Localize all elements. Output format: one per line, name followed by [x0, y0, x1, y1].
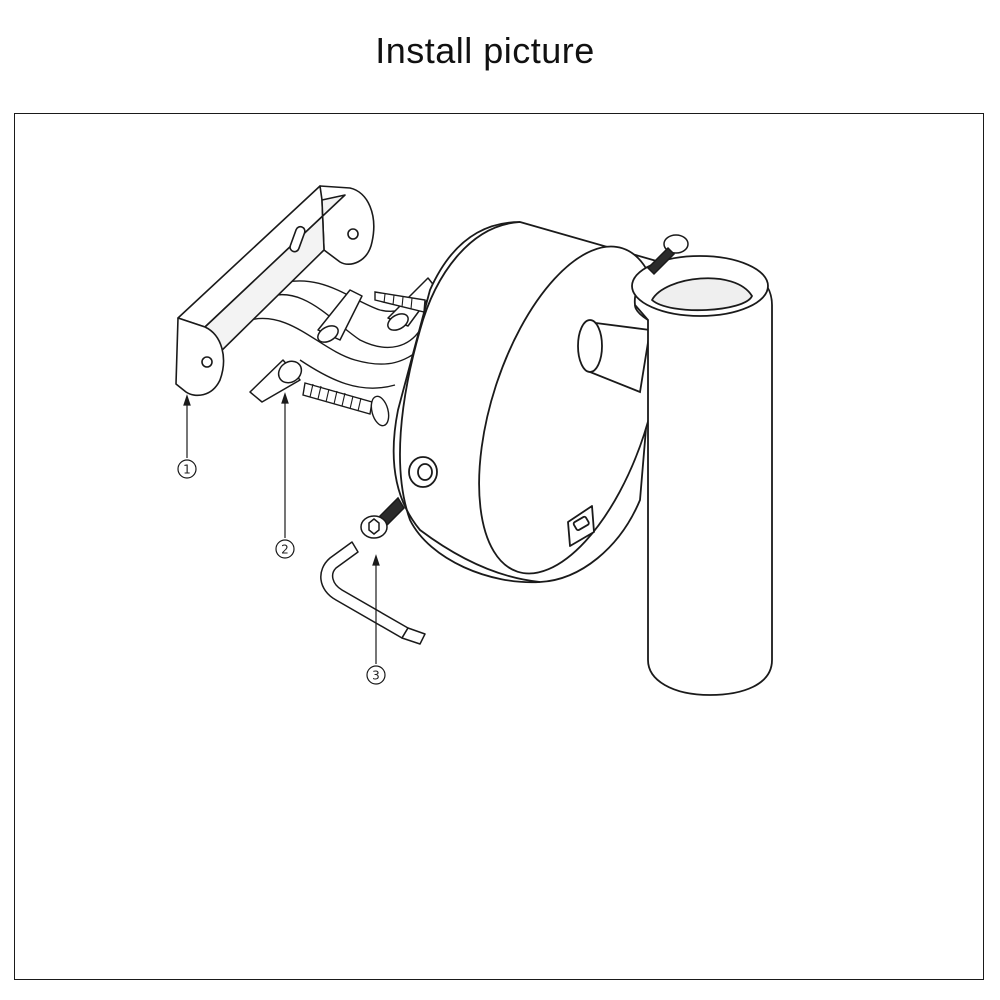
callout-leaders — [183, 392, 380, 664]
callout-1-label: 1 — [183, 463, 191, 477]
page-title: Install picture — [375, 30, 595, 71]
wall-anchor-icon — [249, 277, 437, 403]
callout-1: 1 — [177, 459, 197, 479]
diagram-frame — [14, 113, 984, 980]
lamp-shade-icon — [631, 255, 773, 696]
hex-screw-icon — [646, 234, 689, 276]
wood-screw-icon — [302, 291, 426, 427]
callout-2-label: 2 — [281, 543, 289, 557]
callout-2: 2 — [275, 539, 295, 559]
switch-icon — [567, 505, 595, 547]
hex-screw-icon — [360, 496, 405, 539]
lamp-arm-icon — [577, 319, 652, 394]
allen-key-icon — [320, 541, 426, 645]
mounting-bracket-icon — [175, 185, 375, 397]
callout-3-label: 3 — [372, 669, 380, 683]
cable-wires — [249, 280, 426, 389]
callout-3: 3 — [366, 665, 386, 685]
